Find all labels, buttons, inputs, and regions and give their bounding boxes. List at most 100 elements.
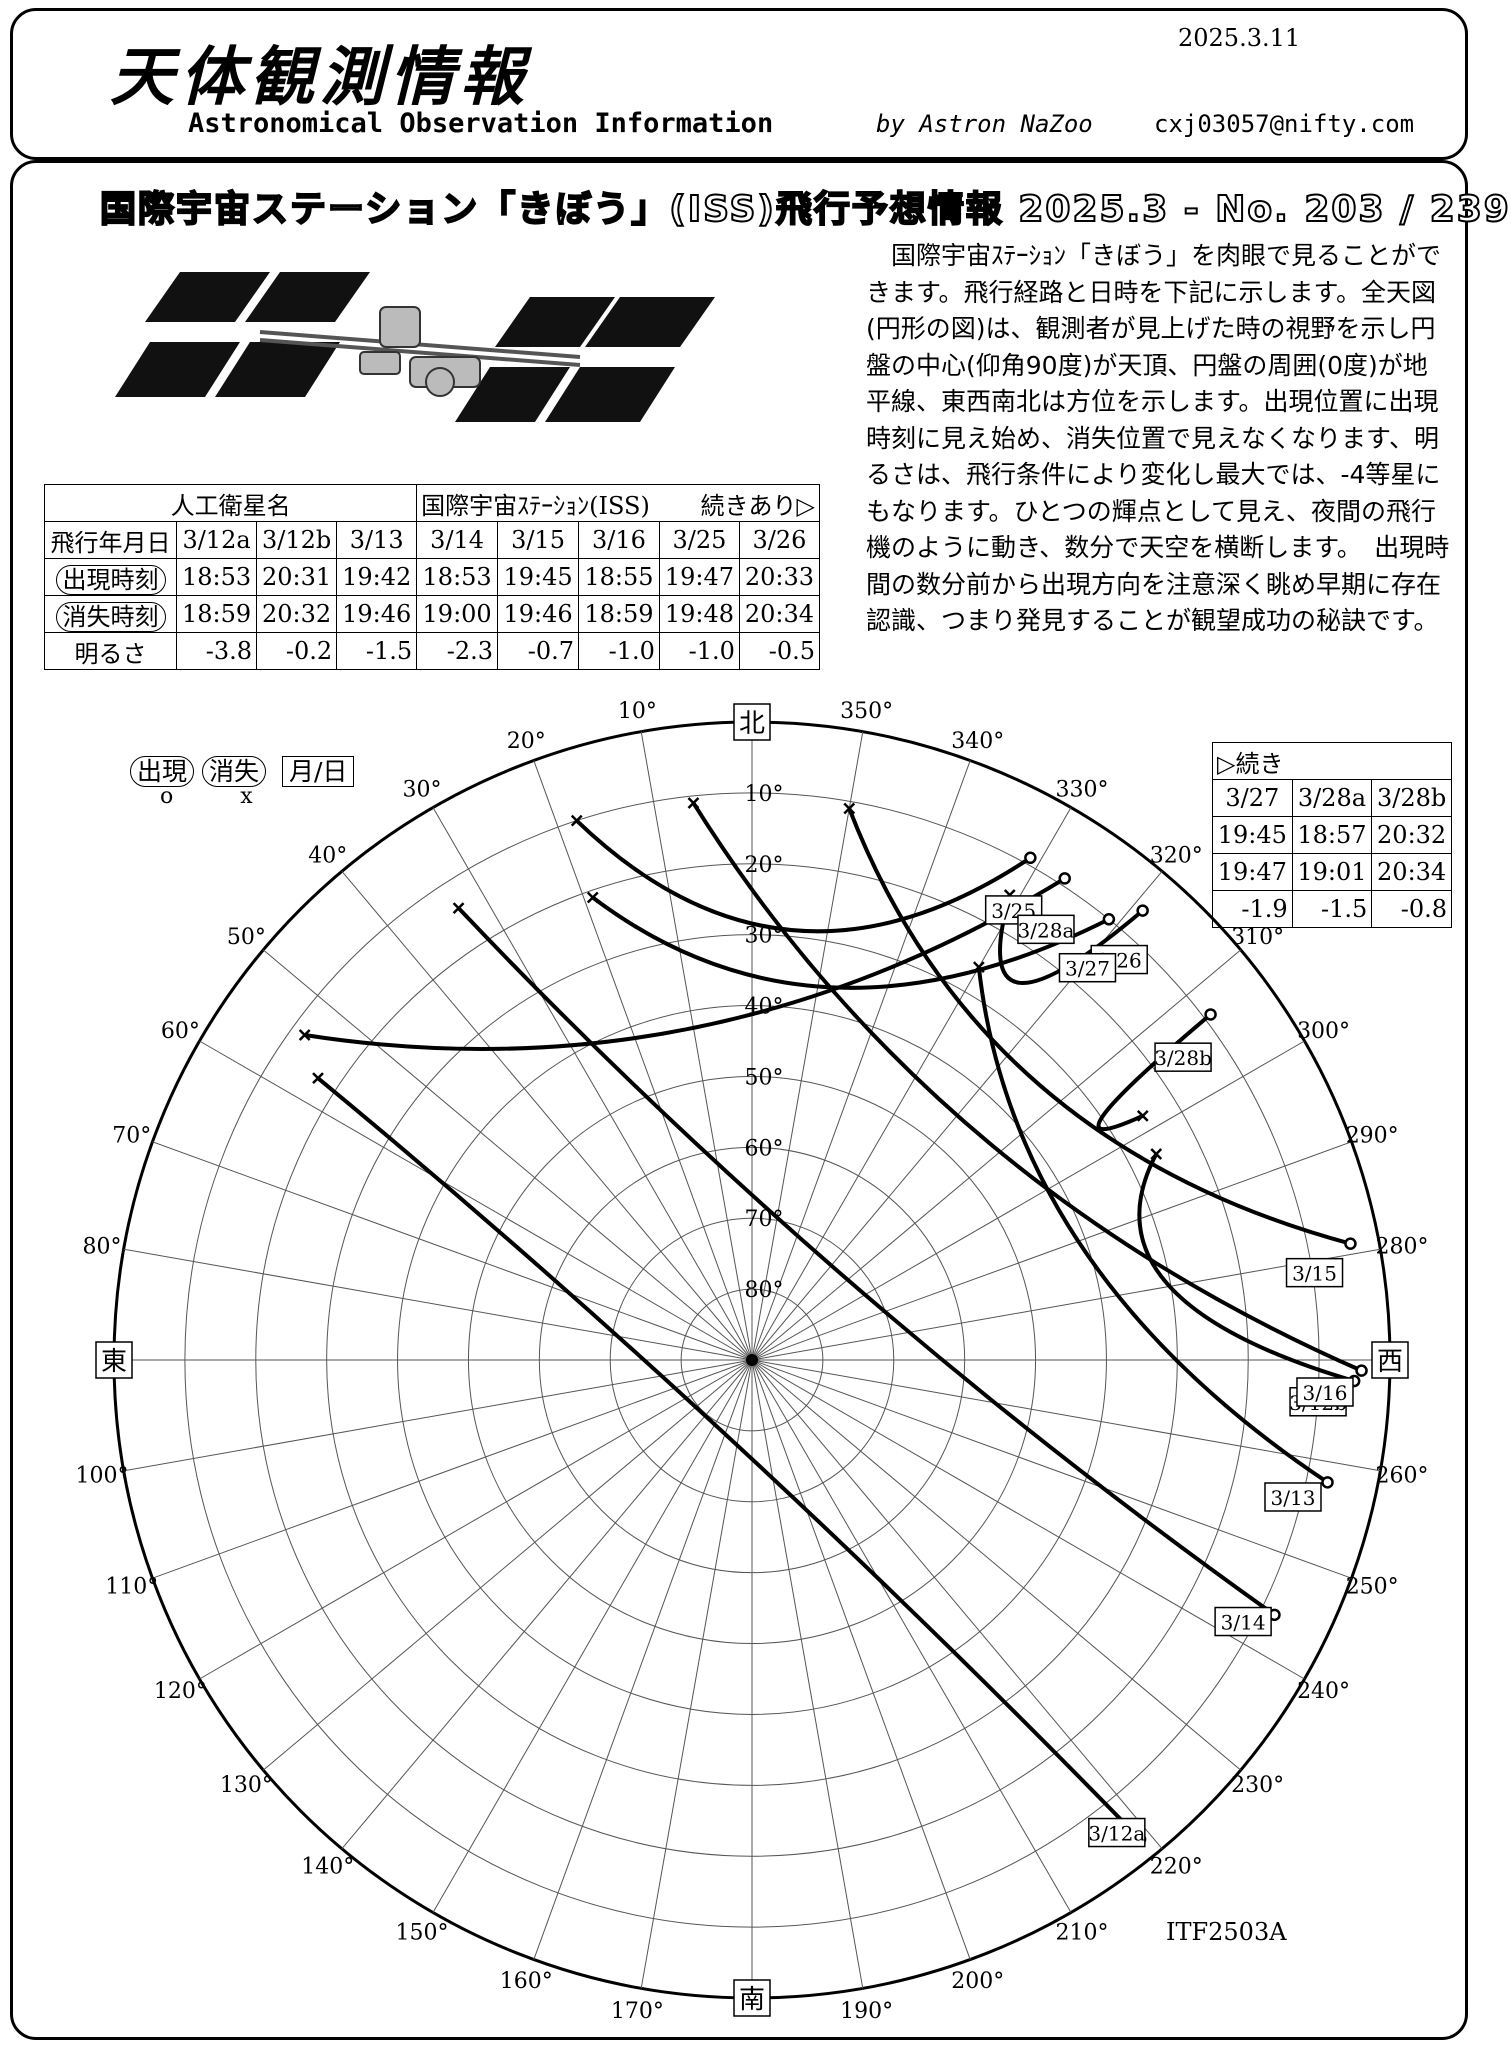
pass-date-box bbox=[984, 895, 1043, 925]
azimuth-label: 330° bbox=[1056, 777, 1109, 802]
appear-marker-icon bbox=[1344, 1237, 1357, 1250]
satellite-label: 人工衛星名 bbox=[43, 484, 418, 522]
azimuth-label: 130° bbox=[220, 1773, 273, 1798]
pass-table: 人工衛星名 国際宇宙ｽﾃｰｼｮﾝ(ISS) 続きあり▷ 飛行年月日 3/12a … bbox=[43, 484, 821, 670]
publish-date: 2025.3.11 bbox=[1178, 24, 1301, 52]
vanish-marker-icon bbox=[1136, 1109, 1149, 1122]
continued-label: 続きあり▷ bbox=[659, 484, 821, 522]
footer-code: ITF2503A bbox=[1166, 1918, 1287, 1946]
azimuth-line bbox=[123, 1248, 753, 1361]
satellite-name: 国際宇宙ｽﾃｰｼｮﾝ(ISS) bbox=[416, 484, 660, 522]
azimuth-label: 190° bbox=[840, 1999, 893, 2024]
appear-cell: 19:45 bbox=[1212, 816, 1293, 854]
azimuth-label: 290° bbox=[1346, 1123, 1399, 1148]
pass-track bbox=[976, 966, 1329, 1484]
altitude-label: 10° bbox=[745, 782, 784, 807]
azimuth-label: 240° bbox=[1297, 1679, 1350, 1704]
table-row: 19:45 18:57 20:32 bbox=[1212, 816, 1452, 854]
pass-date-label: 3/14 bbox=[1221, 1611, 1266, 1635]
vanish-cell: 18:59 bbox=[577, 595, 660, 633]
pass-date-box bbox=[1017, 914, 1075, 945]
headline: 国際宇宙ステーション「きぼう」(ISS)飛行予想情報 2025.3 - No. … bbox=[99, 188, 1511, 231]
magnitude-cell: -0.5 bbox=[738, 632, 821, 670]
azimuth-line bbox=[751, 731, 864, 1361]
magnitude-cell: -0.2 bbox=[256, 632, 338, 670]
magnitude-cell: -1.9 bbox=[1212, 890, 1293, 928]
azimuth-line bbox=[751, 1359, 864, 1989]
altitude-label: 70° bbox=[745, 1207, 784, 1232]
appear-marker-icon bbox=[1355, 1364, 1368, 1377]
vanish-marker-icon bbox=[687, 797, 700, 809]
azimuth-label: 250° bbox=[1346, 1575, 1399, 1600]
pass-date-label: 3/16 bbox=[1303, 1381, 1348, 1405]
pass-date-box bbox=[1154, 1042, 1212, 1072]
azimuth-label: 50° bbox=[227, 925, 266, 950]
vanish-cell: 20:34 bbox=[738, 595, 821, 633]
table-header-row: ▷続き bbox=[1212, 742, 1452, 780]
azimuth-label: 100° bbox=[76, 1464, 129, 1489]
direction-label-west: 西 bbox=[1377, 1347, 1403, 1377]
azimuth-line bbox=[123, 1359, 753, 1472]
legend-date: 月/日 bbox=[281, 756, 355, 787]
azimuth-line bbox=[751, 1359, 971, 1960]
appear-cell: 18:53 bbox=[176, 558, 258, 596]
azimuth-label: 60° bbox=[161, 1019, 200, 1044]
direction-label-east: 東 bbox=[101, 1347, 127, 1377]
azimuth-label: 260° bbox=[1375, 1464, 1428, 1489]
altitude-label: 60° bbox=[745, 1136, 784, 1161]
vanish-cell: 19:47 bbox=[1212, 853, 1293, 891]
azimuth-label: 160° bbox=[500, 1969, 553, 1994]
pass-date-box bbox=[1296, 1377, 1354, 1407]
pass-date-box bbox=[1058, 952, 1117, 983]
vanish-marker-icon bbox=[1150, 1148, 1163, 1160]
appear-marker-icon bbox=[1102, 913, 1116, 926]
azimuth-line bbox=[751, 1141, 1352, 1361]
main-frame bbox=[10, 160, 1468, 2040]
magnitude-cell: -1.0 bbox=[658, 632, 740, 670]
date-cell: 3/12b bbox=[256, 521, 338, 559]
appear-cell: 19:42 bbox=[336, 558, 418, 596]
vanish-marker-icon bbox=[298, 1029, 311, 1041]
azimuth-label: 350° bbox=[840, 699, 893, 724]
appear-cell: 19:45 bbox=[497, 558, 579, 596]
pass-date-box bbox=[1088, 1817, 1146, 1848]
appear-mark-icon: o bbox=[160, 784, 174, 809]
pass-track bbox=[847, 807, 1351, 1246]
appear-marker-icon bbox=[1136, 904, 1149, 917]
pass-date-label: 3/12a bbox=[1088, 1822, 1145, 1846]
direction-box bbox=[733, 1979, 771, 2017]
email[interactable]: cxj03057@nifty.com bbox=[1154, 110, 1415, 138]
vanish-marker-icon bbox=[586, 891, 599, 904]
pass-track bbox=[691, 801, 1363, 1373]
pass-date-label: 3/13 bbox=[1271, 1486, 1316, 1510]
altitude-label: 40° bbox=[745, 995, 784, 1020]
azimuth-label: 210° bbox=[1056, 1921, 1109, 1946]
pass-date-box bbox=[1214, 1606, 1272, 1637]
vanish-cell: 20:34 bbox=[1371, 853, 1452, 891]
pass-date-label: 3/28b bbox=[1154, 1046, 1212, 1070]
azimuth-line bbox=[640, 1359, 753, 1989]
direction-label-south: 南 bbox=[739, 1985, 765, 2015]
table-header-row: 人工衛星名 国際宇宙ｽﾃｰｼｮﾝ(ISS) 続きあり▷ bbox=[43, 484, 821, 522]
date-cell: 3/13 bbox=[336, 521, 418, 559]
azimuth-line bbox=[152, 1359, 753, 1579]
azimuth-line bbox=[432, 807, 753, 1361]
azimuth-label: 220° bbox=[1150, 1855, 1203, 1880]
altitude-label: 50° bbox=[745, 1065, 784, 1090]
appear-cell: 20:32 bbox=[1371, 816, 1452, 854]
table-row: 明るさ -3.8 -0.2 -1.5 -2.3 -0.7 -1.0 -1.0 -… bbox=[43, 632, 821, 670]
sky-chart: 10°20°30°40°50°60°70°80°100°110°120°130°… bbox=[76, 699, 1429, 2024]
direction-label-north: 北 bbox=[739, 709, 765, 739]
row-label: 消失時刻 bbox=[43, 595, 178, 633]
continuation-title: ▷続き bbox=[1212, 742, 1452, 780]
azimuth-label: 20° bbox=[507, 729, 546, 754]
continuation-table: ▷続き 3/27 3/28a 3/28b 19:45 18:57 20:32 1… bbox=[1212, 742, 1452, 928]
vanish-marker-icon bbox=[843, 802, 856, 815]
row-label: 明るさ bbox=[43, 632, 178, 670]
azimuth-label: 280° bbox=[1375, 1234, 1428, 1259]
azimuth-line bbox=[751, 1359, 1163, 1850]
azimuth-line bbox=[751, 760, 971, 1361]
azimuth-label: 310° bbox=[1231, 925, 1284, 950]
azimuth-label: 230° bbox=[1231, 1773, 1284, 1798]
vanish-marker-icon bbox=[312, 1072, 324, 1085]
